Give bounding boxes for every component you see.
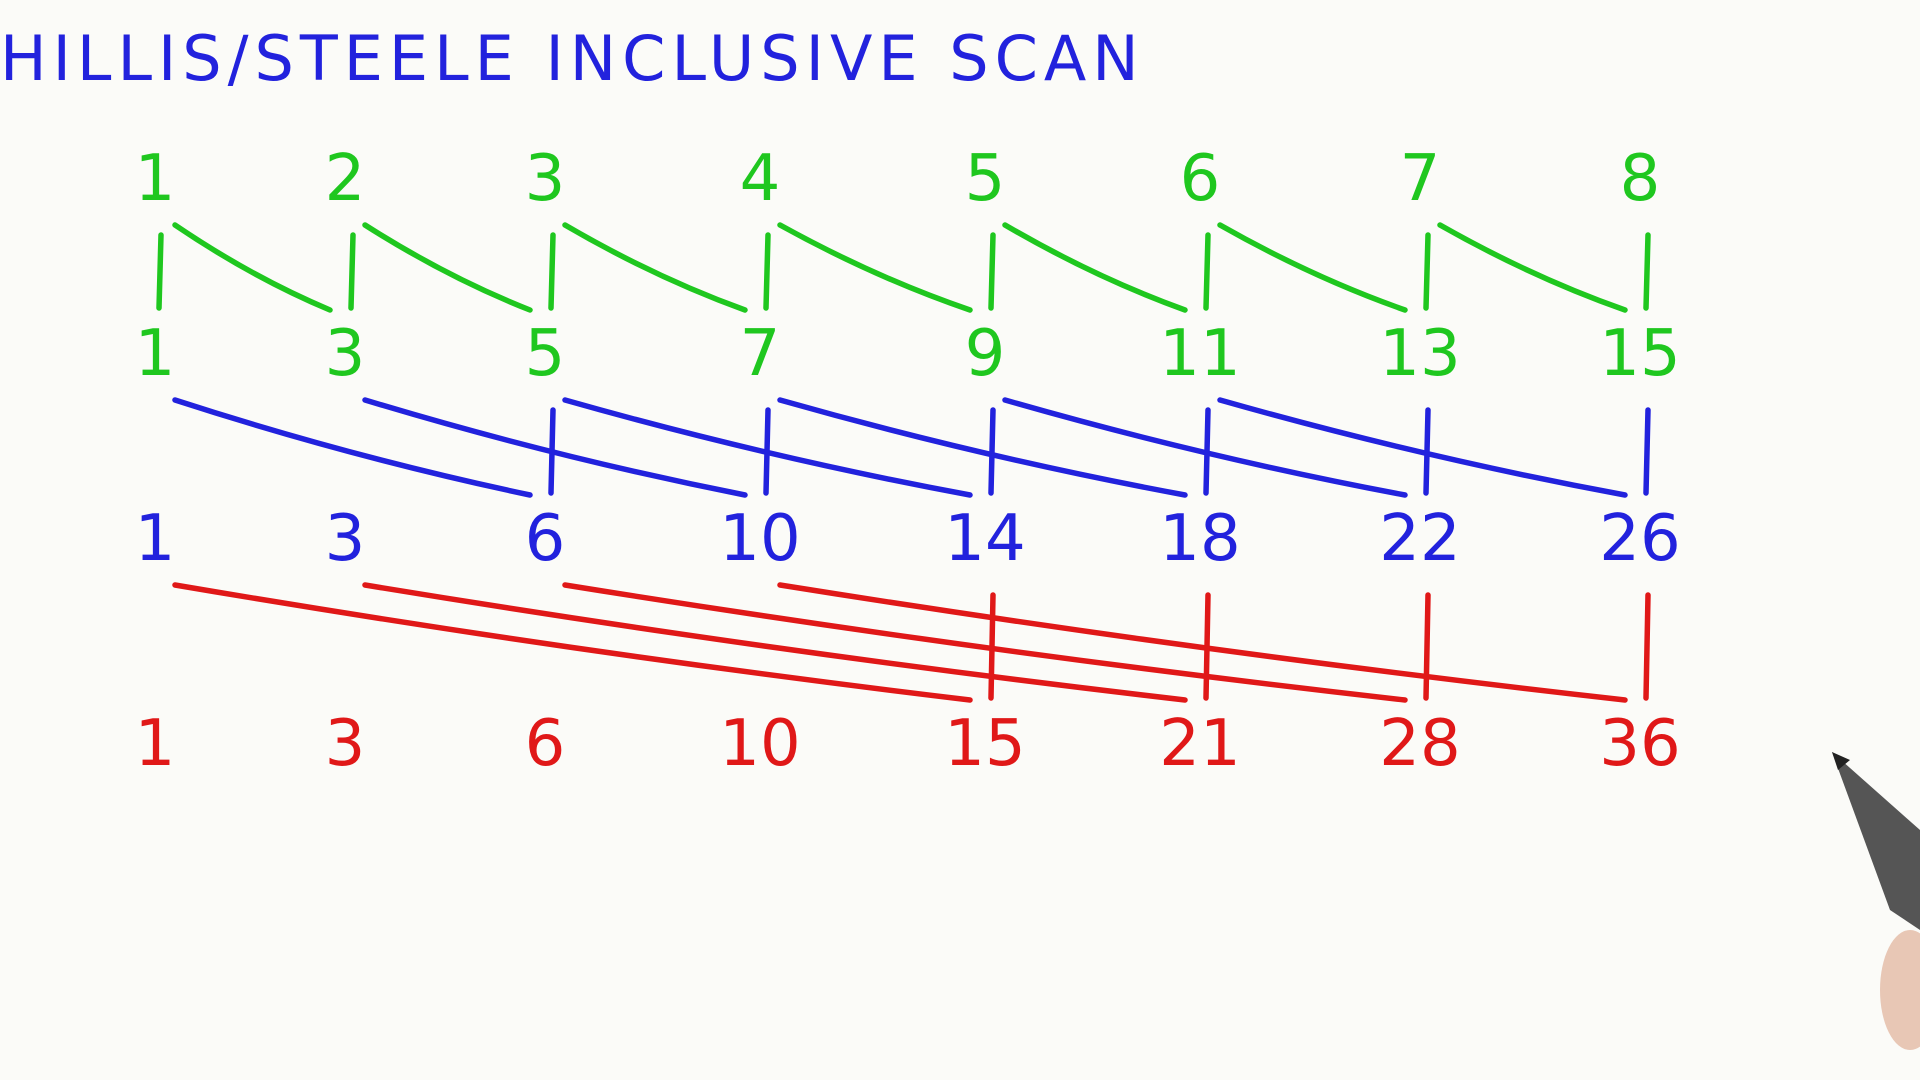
vertical-stroke (988, 407, 996, 496)
vertical-stroke (1643, 407, 1651, 496)
step-1-value: 3 (325, 317, 366, 391)
step-4-value: 3 (325, 707, 366, 781)
vertical-stroke (1643, 232, 1651, 311)
step-2-value: 26 (1599, 502, 1680, 576)
vertical-stroke (348, 232, 356, 311)
step-2-value: 22 (1379, 502, 1460, 576)
diagonal-stroke (362, 397, 748, 498)
diagonal-stroke (562, 222, 748, 313)
step-1-value: 7 (740, 317, 781, 391)
step-2-value: 18 (1159, 502, 1240, 576)
step-1-value: 9 (965, 317, 1006, 391)
vertical-stroke (988, 232, 996, 311)
input-value: 6 (1180, 142, 1221, 216)
vertical-stroke (1203, 232, 1211, 311)
diagonal-stroke (777, 397, 1188, 498)
diagonal-stroke (777, 582, 1628, 703)
diagonal-stroke (1002, 222, 1188, 313)
diagonal-stroke (172, 397, 533, 498)
diagonal-stroke (562, 582, 1408, 703)
vertical-stroke (1423, 592, 1431, 701)
input-value: 4 (740, 142, 781, 216)
input-row: 1 2 3 4 5 6 7 8 (135, 142, 1661, 216)
step-2-value: 6 (525, 502, 566, 576)
step-4-value: 15 (944, 707, 1025, 781)
step-2-value: 1 (135, 502, 176, 576)
vertical-stroke (156, 232, 164, 311)
input-value: 7 (1400, 142, 1441, 216)
step-4-value: 1 (135, 707, 176, 781)
diagonal-stroke (172, 582, 973, 703)
diagonal-stroke (777, 222, 973, 313)
step-1-value: 13 (1379, 317, 1460, 391)
step-2-row: 1 3 6 10 14 18 22 26 (135, 502, 1681, 576)
step-4-connections (172, 582, 1651, 703)
diagram-title: HILLIS/STEELE INCLUSIVE SCAN (0, 22, 1145, 95)
step-1-connections (156, 222, 1651, 313)
input-value: 8 (1620, 142, 1661, 216)
step-1-value: 5 (525, 317, 566, 391)
step-2-value: 14 (944, 502, 1025, 576)
diagonal-stroke (362, 222, 533, 313)
step-1-value: 15 (1599, 317, 1680, 391)
diagonal-stroke (362, 582, 1188, 703)
diagonal-stroke (562, 397, 973, 498)
diagonal-stroke (1437, 222, 1628, 313)
input-value: 5 (965, 142, 1006, 216)
input-value: 3 (525, 142, 566, 216)
step-4-value: 10 (719, 707, 800, 781)
step-2-connections (172, 397, 1651, 498)
step-4-value: 28 (1379, 707, 1460, 781)
diagonal-stroke (1217, 397, 1628, 498)
vertical-stroke (1643, 592, 1651, 701)
diagonal-stroke (1002, 397, 1408, 498)
step-1-value: 11 (1159, 317, 1240, 391)
step-4-value: 6 (525, 707, 566, 781)
step-4-value: 36 (1599, 707, 1680, 781)
input-value: 1 (135, 142, 176, 216)
vertical-stroke (763, 232, 771, 311)
diagonal-stroke (1217, 222, 1408, 313)
step-4-value: 21 (1159, 707, 1240, 781)
diagonal-stroke (172, 222, 333, 313)
vertical-stroke (548, 232, 556, 311)
step-2-value: 10 (719, 502, 800, 576)
step-2-value: 3 (325, 502, 366, 576)
vertical-stroke (1423, 232, 1431, 311)
step-1-value: 1 (135, 317, 176, 391)
input-value: 2 (325, 142, 366, 216)
pen-icon (1832, 752, 1920, 1050)
